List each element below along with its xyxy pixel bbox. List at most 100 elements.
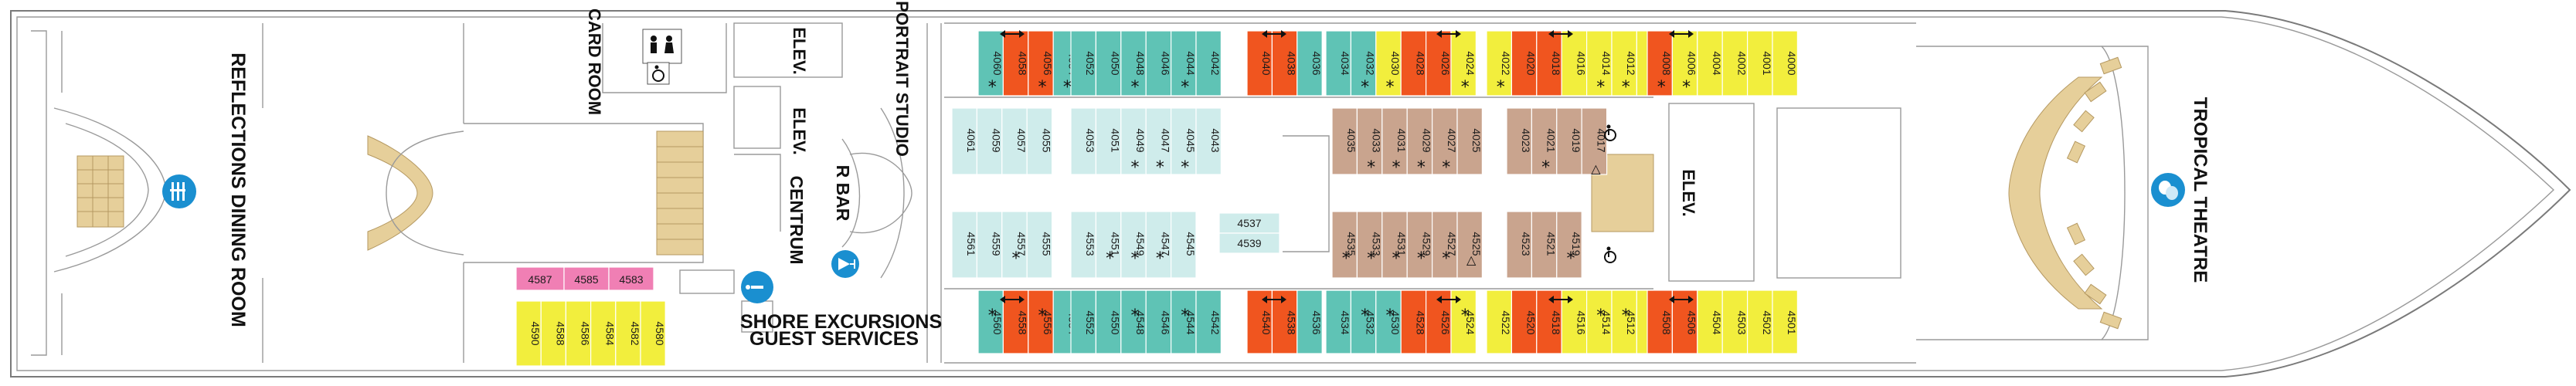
cabin-4036[interactable] — [1296, 30, 1323, 96]
cabin-4590[interactable] — [515, 300, 542, 367]
cabin-4558[interactable] — [1002, 290, 1029, 354]
cabin-4551[interactable] — [1095, 211, 1122, 279]
cabin-4019[interactable] — [1556, 107, 1582, 175]
cabin-4056[interactable] — [1028, 30, 1054, 96]
cabin-4539[interactable] — [1218, 232, 1280, 254]
cabin-4553[interactable] — [1070, 211, 1097, 279]
cabin-4530[interactable] — [1375, 290, 1402, 354]
cabin-4038[interactable] — [1271, 30, 1298, 96]
cabin-4059[interactable] — [976, 107, 1003, 175]
cabin-4004[interactable] — [1697, 30, 1723, 96]
cabin-4548[interactable] — [1120, 290, 1147, 354]
cabin-4032[interactable] — [1350, 30, 1377, 96]
cabin-4523[interactable] — [1506, 211, 1533, 279]
cabin-4021[interactable] — [1531, 107, 1558, 175]
cabin-4031[interactable] — [1381, 107, 1408, 175]
asterisk-icon: * — [1386, 78, 1395, 97]
cabin-4557[interactable] — [1001, 211, 1028, 279]
cabin-4008[interactable] — [1647, 30, 1674, 96]
cabin-4049[interactable] — [1120, 107, 1147, 175]
cabin-4519[interactable] — [1556, 211, 1582, 279]
cabin-4016[interactable] — [1561, 30, 1588, 96]
triangle-icon: △ — [1591, 161, 1601, 176]
cabin-number: 4523 — [1520, 232, 1532, 256]
cabin-4046[interactable] — [1145, 30, 1172, 96]
cabin-4532[interactable] — [1350, 290, 1377, 354]
cabin-4588[interactable] — [540, 300, 567, 367]
cabin-4061[interactable] — [951, 107, 978, 175]
cabin-4055[interactable] — [1026, 107, 1053, 175]
cabin-number: 4508 — [1660, 310, 1673, 334]
cabin-4034[interactable] — [1325, 30, 1352, 96]
cabin-4033[interactable] — [1356, 107, 1383, 175]
cabin-4586[interactable] — [565, 300, 592, 367]
cabin-4048[interactable] — [1120, 30, 1147, 96]
cabin-4045[interactable] — [1170, 107, 1197, 175]
cabin-4524[interactable] — [1450, 290, 1477, 354]
cabin-4518[interactable] — [1536, 290, 1562, 354]
cabin-4582[interactable] — [615, 300, 641, 367]
cabin-4058[interactable] — [1002, 30, 1029, 96]
cabin-4522[interactable] — [1486, 290, 1513, 354]
cabin-4043[interactable] — [1195, 107, 1222, 175]
cabin-4552[interactable] — [1070, 290, 1097, 354]
cabin-4516[interactable] — [1561, 290, 1588, 354]
cabin-4537[interactable] — [1218, 212, 1280, 234]
cabin-4060[interactable] — [977, 30, 1004, 96]
cabin-4024[interactable] — [1450, 30, 1477, 96]
cabin-4547[interactable] — [1145, 211, 1172, 279]
cabin-4536[interactable] — [1296, 290, 1323, 354]
cabin-4501[interactable] — [1772, 290, 1799, 354]
cabin-4035[interactable] — [1331, 107, 1358, 175]
cabin-4525[interactable] — [1456, 211, 1483, 279]
cabin-number: 4021 — [1545, 128, 1558, 152]
cabin-4534[interactable] — [1325, 290, 1352, 354]
cabin-4027[interactable] — [1431, 107, 1458, 175]
cabin-4549[interactable] — [1120, 211, 1147, 279]
cabin-4040[interactable] — [1246, 30, 1273, 96]
cabin-4533[interactable] — [1356, 211, 1383, 279]
cabin-4555[interactable] — [1026, 211, 1053, 279]
cabin-4535[interactable] — [1331, 211, 1358, 279]
cabin-number: 4506 — [1686, 310, 1698, 334]
cabin-4527[interactable] — [1431, 211, 1458, 279]
cabin-4531[interactable] — [1381, 211, 1408, 279]
cabin-4006[interactable] — [1671, 30, 1698, 96]
cabin-4521[interactable] — [1531, 211, 1558, 279]
cabin-4587[interactable] — [515, 266, 565, 291]
cabin-4051[interactable] — [1095, 107, 1122, 175]
cabin-4556[interactable] — [1028, 290, 1054, 354]
cabin-4000[interactable] — [1772, 30, 1799, 96]
cabin-4047[interactable] — [1145, 107, 1172, 175]
cabin-4018[interactable] — [1536, 30, 1562, 96]
cabin-4559[interactable] — [976, 211, 1003, 279]
cabin-4504[interactable] — [1697, 290, 1723, 354]
cabin-4583[interactable] — [608, 266, 654, 291]
cabin-4512[interactable] — [1611, 290, 1638, 354]
cabin-4025[interactable] — [1456, 107, 1483, 175]
cabin-4002[interactable] — [1721, 30, 1748, 96]
cabin-4542[interactable] — [1195, 290, 1222, 354]
cabin-4585[interactable] — [563, 266, 610, 291]
cabin-4017[interactable] — [1581, 107, 1608, 175]
cabin-4053[interactable] — [1070, 107, 1097, 175]
cabin-4029[interactable] — [1406, 107, 1433, 175]
cabin-4001[interactable] — [1747, 30, 1773, 96]
cabin-4050[interactable] — [1095, 30, 1122, 96]
cabin-4520[interactable] — [1511, 290, 1538, 354]
cabin-4584[interactable] — [590, 300, 617, 367]
cabin-4042[interactable] — [1195, 30, 1222, 96]
asterisk-icon: * — [1657, 78, 1666, 97]
cabin-4028[interactable] — [1400, 30, 1427, 96]
cabin-4044[interactable] — [1170, 30, 1197, 96]
cabin-4057[interactable] — [1001, 107, 1028, 175]
cabin-4580[interactable] — [640, 300, 666, 367]
cabin-number: 4001 — [1761, 51, 1773, 75]
cabin-4508[interactable] — [1647, 290, 1674, 354]
cabin-number: 4043 — [1209, 128, 1222, 152]
cabin-4012[interactable] — [1611, 30, 1638, 96]
cabin-number: 4060 — [991, 51, 1004, 75]
cabin-4502[interactable] — [1747, 290, 1773, 354]
cabin-4514[interactable] — [1586, 290, 1613, 354]
cabin-4545[interactable] — [1170, 211, 1197, 279]
